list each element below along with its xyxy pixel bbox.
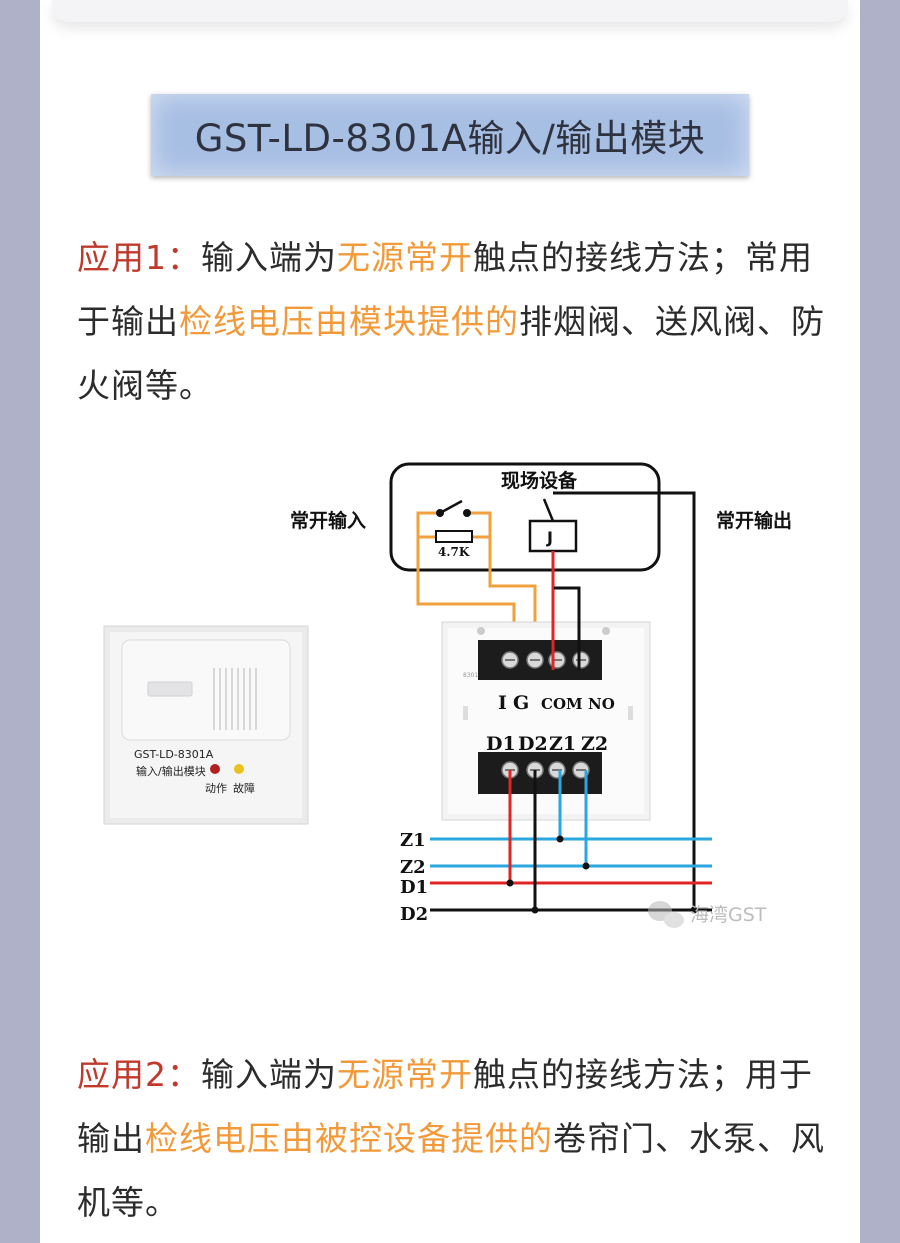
application-2-highlight-a: 无源常开 xyxy=(337,1055,473,1094)
application-2-text-b: 触点的接线方法；用于输出 xyxy=(77,1055,813,1158)
terminal-label-com: COM xyxy=(541,695,583,713)
article-page: GST-LD-8301A输入/输出模块 应用1：输入端为无源常开触点的接线方法；… xyxy=(40,0,860,1243)
terminal-base: 8301A xyxy=(441,621,651,821)
fault-led-icon xyxy=(234,764,244,774)
field-device-label: 现场设备 xyxy=(501,469,578,492)
relay-label: J xyxy=(546,528,553,547)
no-output-label: 常开输出 xyxy=(716,509,792,532)
no-output-wire xyxy=(553,491,696,910)
application-2-highlight-b: 检线电压由被控设备提供的 xyxy=(145,1119,553,1158)
module-name-label: 输入/输出模块 xyxy=(136,764,206,778)
application-2-text-c: 卷帘门、水泵、风机等。 xyxy=(77,1119,825,1222)
terminal-label-z1: Z1 xyxy=(549,733,576,755)
terminal-label-z2: Z2 xyxy=(581,733,608,755)
field-device-box xyxy=(389,462,661,572)
application-1-text-c: 排烟阀、送风阀、防火阀等。 xyxy=(77,302,825,405)
contact-terminal-right xyxy=(463,509,471,517)
page-title: GST-LD-8301A输入/输出模块 xyxy=(194,117,706,160)
terminal-label-d1: D1 xyxy=(486,733,516,755)
no-input-label: 常开输入 xyxy=(290,509,366,532)
relay-contact-icon xyxy=(542,498,555,522)
bus-label-z2: Z2 xyxy=(400,857,426,878)
module-model-label: GST-LD-8301A xyxy=(134,748,214,761)
application-1-text-b: 触点的接线方法；常用于输出 xyxy=(77,238,813,341)
no-wire-inner xyxy=(554,586,581,670)
module-photo: GST-LD-8301A 输入/输出模块 动作 故障 xyxy=(103,625,309,825)
board-mark: 8301A xyxy=(463,672,483,679)
terminal-label-i: I xyxy=(498,692,507,714)
top-card-edge xyxy=(52,0,848,22)
watermark-text: 海湾GST xyxy=(690,904,767,926)
bus-label-d1: D1 xyxy=(400,877,428,898)
wechat-icon xyxy=(648,901,684,928)
application-1-highlight-a: 无源常开 xyxy=(337,238,473,277)
application-1-paragraph: 应用1：输入端为无源常开触点的接线方法；常用于输出检线电压由模块提供的排烟阀、送… xyxy=(77,226,837,418)
d2-junction xyxy=(531,906,539,914)
normally-open-switch-icon xyxy=(439,499,463,515)
terminal-label-d2: D2 xyxy=(518,733,548,755)
fault-led-label: 故障 xyxy=(233,781,255,795)
application-2-paragraph: 应用2：输入端为无源常开触点的接线方法；用于输出检线电压由被控设备提供的卷帘门、… xyxy=(77,1043,837,1235)
relay-coil-box xyxy=(528,519,578,553)
terminal-label-g: G xyxy=(513,692,529,714)
application-2-text-a: 输入端为 xyxy=(201,1055,337,1094)
resistor-icon xyxy=(435,530,473,543)
z2-junction xyxy=(582,862,590,870)
bus-label-z1: Z1 xyxy=(400,830,426,851)
resistor-label: 4.7K xyxy=(438,545,470,559)
application-1-text-a: 输入端为 xyxy=(201,238,337,277)
application-1-highlight-b: 检线电压由模块提供的 xyxy=(179,302,519,341)
terminal-label-no: NO xyxy=(588,695,615,713)
z1-junction xyxy=(556,835,564,843)
title-banner: GST-LD-8301A输入/输出模块 xyxy=(151,94,749,176)
application-1-label: 应用1： xyxy=(77,238,201,277)
bus-label-d2: D2 xyxy=(400,904,428,925)
action-led-label: 动作 xyxy=(205,782,227,795)
output-junction xyxy=(690,906,698,914)
action-led-icon xyxy=(210,764,220,774)
d1-junction xyxy=(506,879,514,887)
application-2-label: 应用2： xyxy=(77,1055,201,1094)
